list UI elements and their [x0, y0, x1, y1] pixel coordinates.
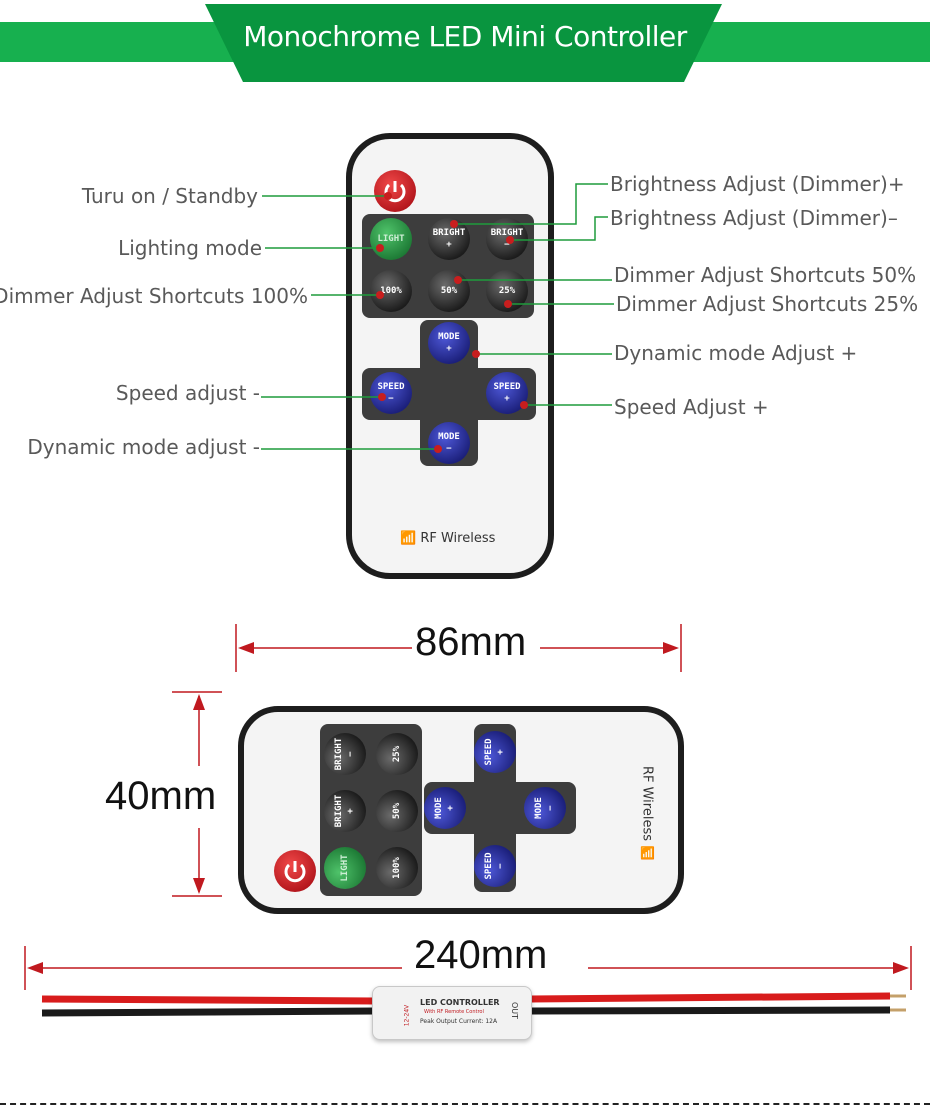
h-rf-wireless-label: RF Wireless [639, 765, 655, 842]
speed-minus-button[interactable]: SPEED − [370, 372, 412, 414]
label-mode-plus: Dynamic mode Adjust + [614, 341, 858, 365]
callout-dot-speed-plus [520, 401, 528, 409]
page-title: Monochrome LED Mini Controller [243, 20, 687, 53]
label-shortcut-25: Dimmer Adjust Shortcuts 25% [616, 292, 919, 316]
dimension-height: 40mm [105, 774, 217, 818]
mode-plus-button[interactable]: MODE + [428, 322, 470, 364]
label-shortcut-50: Dimmer Adjust Shortcuts 50% [614, 263, 917, 287]
callout-dot-25 [504, 300, 512, 308]
h-100-button[interactable]: 100% [376, 847, 418, 889]
label-mode-minus: Dynamic mode adjust - [27, 435, 260, 459]
controller-box [372, 986, 532, 1040]
label-power: Turu on / Standby [81, 184, 258, 208]
controller-left-label: 12-24V [403, 1004, 411, 1027]
h-mode-plus-button[interactable]: MODE + [424, 787, 466, 829]
callout-dot-power [384, 192, 392, 200]
light-button[interactable]: LIGHT [370, 218, 412, 260]
h-bright-plus-button[interactable]: BRIGHT + [324, 790, 366, 832]
h-power-button[interactable] [274, 850, 316, 892]
label-bright-plus: Brightness Adjust (Dimmer)+ [610, 172, 905, 196]
cable-wires [41, 992, 906, 1017]
callout-dot-speed-minus [378, 393, 386, 401]
h-power-icon [284, 861, 306, 883]
h-bright-minus-button[interactable]: BRIGHT − [324, 733, 366, 775]
label-bright-minus: Brightness Adjust (Dimmer)– [610, 206, 898, 230]
label-speed-minus: Speed adjust - [115, 381, 260, 405]
h-light-button[interactable]: LIGHT [324, 847, 366, 889]
bright-plus-button[interactable]: BRIGHT + [428, 218, 470, 260]
controller-title: LED CONTROLLER [420, 998, 500, 1007]
callout-dot-bright-minus [506, 236, 514, 244]
controller-right-label: OUT [510, 1001, 520, 1020]
bottom-divider [0, 1103, 930, 1105]
rf-wireless-label: 📶 RF Wireless [400, 531, 496, 546]
power-icon [384, 181, 406, 203]
leader-lines [261, 183, 614, 450]
mode-minus-button[interactable]: MODE − [428, 422, 470, 464]
power-button[interactable] [374, 170, 416, 212]
label-shortcut-100: Dimmer Adjust Shortcuts 100% [0, 284, 308, 308]
callout-dot-mode-plus [472, 350, 480, 358]
h-50-button[interactable]: 50% [376, 790, 418, 832]
callout-dot-bright-plus [450, 220, 458, 228]
h-speed-plus-button[interactable]: SPEED + [474, 731, 516, 773]
label-speed-plus: Speed Adjust + [614, 395, 769, 419]
shortcut-50-button[interactable]: 50% [428, 270, 470, 312]
dimension-cable: 240mm [414, 933, 548, 977]
h-mode-minus-button[interactable]: MODE − [524, 787, 566, 829]
callout-dot-mode-minus [434, 445, 442, 453]
h-wifi-icon: 📶 [640, 846, 655, 860]
callout-dot-100 [376, 291, 384, 299]
h-speed-minus-button[interactable]: SPEED − [474, 845, 516, 887]
h-25-button[interactable]: 25% [376, 733, 418, 775]
wifi-icon: 📶 [400, 531, 417, 546]
dimension-arrows [24, 624, 912, 990]
label-lighting-mode: Lighting mode [118, 236, 262, 260]
title-banner [0, 4, 930, 82]
controller-subtitle: With RF Remote Control [424, 1009, 484, 1015]
callout-dot-light [376, 244, 384, 252]
callout-dot-50 [454, 276, 462, 284]
dimension-width: 86mm [415, 620, 527, 664]
controller-rating: Peak Output Current: 12A [420, 1018, 498, 1025]
